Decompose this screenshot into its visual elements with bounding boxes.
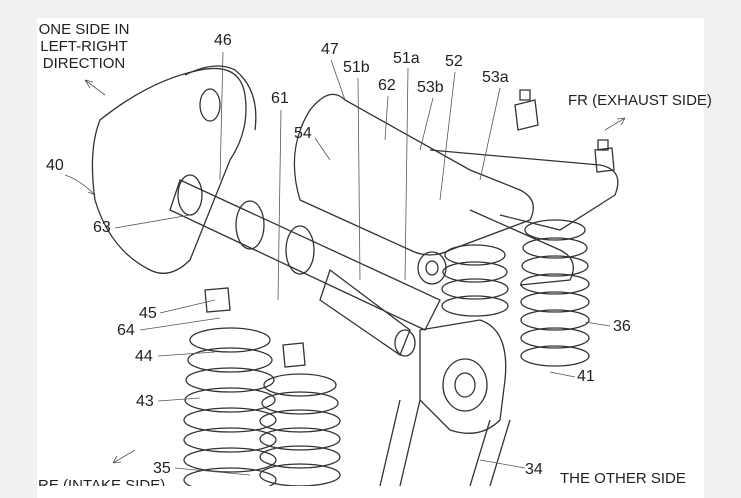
ref-41: 41 (577, 368, 595, 385)
ref-63: 63 (93, 219, 111, 236)
ref-51b: 51b (343, 59, 370, 76)
ref-36: 36 (613, 318, 631, 335)
ref-64: 64 (117, 322, 135, 339)
other-side-label: THE OTHER SIDE (560, 470, 686, 486)
ref-54: 54 (294, 125, 312, 142)
front-exhaust-label: FR (EXHAUST SIDE) (568, 92, 712, 109)
ref-35: 35 (153, 460, 171, 477)
ref-34: 34 (525, 461, 543, 478)
patent-drawing-page (37, 18, 704, 498)
one-side-label-line2: LEFT-RIGHT (40, 38, 128, 55)
one-side-label-line1: ONE SIDE IN (39, 21, 130, 38)
direction-labels: ONE SIDE IN LEFT-RIGHT DIRECTION FR (EXH… (38, 21, 712, 486)
ref-46: 46 (214, 32, 232, 49)
ref-53b: 53b (417, 79, 444, 96)
one-side-label-line3: DIRECTION (43, 55, 126, 72)
ref-53a: 53a (482, 69, 509, 86)
ref-45: 45 (139, 305, 157, 322)
ref-47: 47 (321, 41, 339, 58)
reference-numerals: 46 47 51b 51a 52 53a 62 53b 61 54 40 63 … (46, 32, 631, 478)
ref-52: 52 (445, 53, 463, 70)
ref-43: 43 (136, 393, 154, 410)
ref-62: 62 (378, 77, 396, 94)
ref-61: 61 (271, 90, 289, 107)
rear-intake-label: RE (INTAKE SIDE) (38, 477, 165, 486)
ref-44: 44 (135, 348, 153, 365)
ref-51a: 51a (393, 50, 420, 67)
mechanism-sketch (64, 51, 626, 486)
ref-40: 40 (46, 157, 64, 174)
valve-train-drawing: ONE SIDE IN LEFT-RIGHT DIRECTION FR (EXH… (38, 21, 712, 486)
